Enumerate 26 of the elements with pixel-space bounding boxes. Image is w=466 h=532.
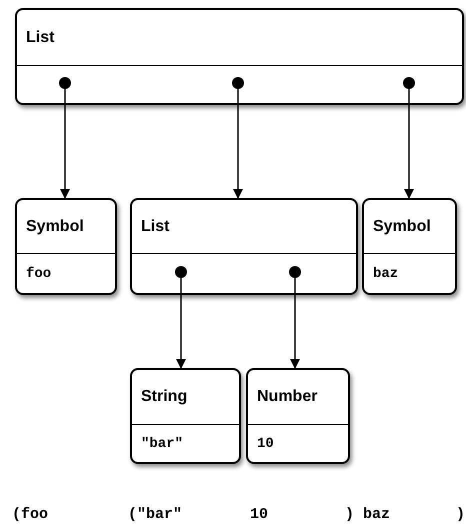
pointer-arrow xyxy=(232,77,244,199)
s-expression-text: ("bar" xyxy=(128,506,182,523)
type-name: Number xyxy=(257,388,318,406)
record-box xyxy=(130,368,241,464)
s-expression-text: ) xyxy=(456,506,466,523)
value-text: "bar" xyxy=(141,436,184,452)
value-text: baz xyxy=(373,266,398,282)
value-text: foo xyxy=(26,266,52,282)
pointer-arrow xyxy=(59,77,71,199)
pointer-arrow xyxy=(175,266,187,369)
s-expression-text: 10 xyxy=(250,506,268,523)
pointer-arrow xyxy=(403,77,415,199)
s-expression-text: (foo xyxy=(12,506,48,523)
value-text: 10 xyxy=(257,436,274,452)
record-box xyxy=(130,198,358,295)
type-name: Symbol xyxy=(373,218,431,236)
record-box xyxy=(15,8,464,105)
record-box xyxy=(362,198,457,295)
record-box xyxy=(15,198,117,295)
s-expression-text: ) baz xyxy=(345,506,390,523)
type-name: Symbol xyxy=(26,218,84,236)
type-name: List xyxy=(141,218,170,236)
type-name: List xyxy=(26,28,54,46)
pointer-arrow xyxy=(289,266,301,369)
type-name: String xyxy=(141,388,188,406)
record-box xyxy=(246,368,350,464)
